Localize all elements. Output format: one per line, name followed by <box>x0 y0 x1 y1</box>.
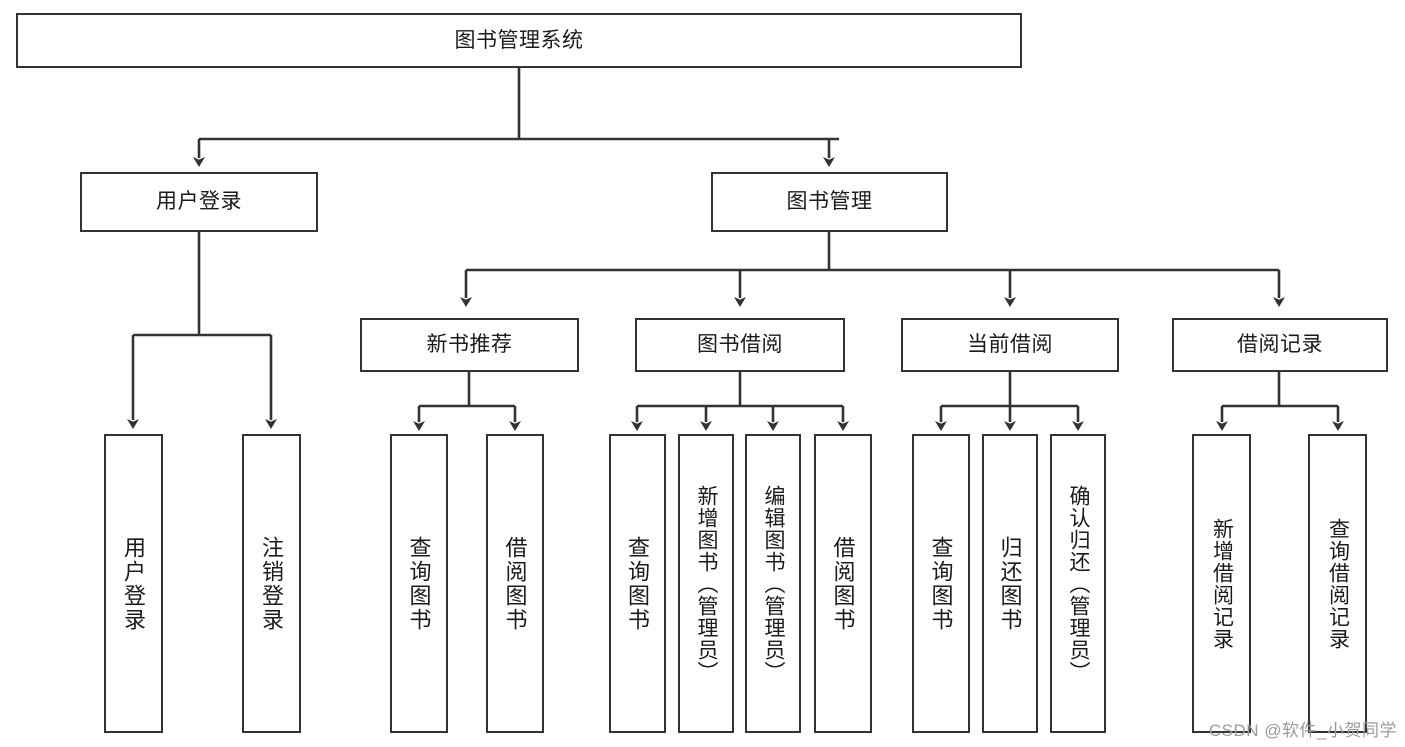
node-leaf-query-book-2-label: 查询图书 <box>625 535 651 632</box>
node-book-manage-label: 图书管理 <box>786 190 873 214</box>
node-leaf-query-book-2[interactable]: 查询图书 <box>609 434 666 733</box>
node-leaf-logout-label: 注销登录 <box>259 535 285 632</box>
node-new-book-rec-label: 新书推荐 <box>426 333 513 357</box>
node-current-borrow[interactable]: 当前借阅 <box>901 318 1119 372</box>
node-root[interactable]: 图书管理系统 <box>16 13 1022 68</box>
node-leaf-query-book-1[interactable]: 查询图书 <box>390 434 448 733</box>
node-leaf-logout[interactable]: 注销登录 <box>242 434 301 733</box>
node-user-login[interactable]: 用户登录 <box>80 172 318 232</box>
node-book-borrow-label: 图书借阅 <box>697 333 783 357</box>
node-leaf-edit-book[interactable]: 编辑图书（管理员） <box>745 434 801 733</box>
node-user-login-label: 用户登录 <box>156 190 242 214</box>
node-leaf-add-book-label: 新增图书（管理员） <box>695 484 719 683</box>
node-leaf-query-book-1-label: 查询图书 <box>406 535 432 632</box>
node-leaf-query-record[interactable]: 查询借阅记录 <box>1308 434 1367 733</box>
watermark-text: CSDN @软件_小贺同学 <box>1208 721 1397 740</box>
node-leaf-add-record[interactable]: 新增借阅记录 <box>1192 434 1251 733</box>
node-leaf-return-book-label: 归还图书 <box>997 535 1023 632</box>
node-leaf-user-login-label: 用户登录 <box>121 535 147 632</box>
node-leaf-user-login[interactable]: 用户登录 <box>104 434 163 733</box>
node-leaf-borrow-book-2-label: 借阅图书 <box>830 535 856 632</box>
node-root-label: 图书管理系统 <box>454 28 584 52</box>
node-leaf-borrow-book-2[interactable]: 借阅图书 <box>814 434 872 733</box>
node-leaf-edit-book-label: 编辑图书（管理员） <box>762 484 786 683</box>
node-current-borrow-label: 当前借阅 <box>967 333 1053 357</box>
node-leaf-add-record-label: 新增借阅记录 <box>1210 517 1234 650</box>
node-book-manage[interactable]: 图书管理 <box>711 172 948 232</box>
node-borrow-record[interactable]: 借阅记录 <box>1172 318 1388 372</box>
node-leaf-borrow-book-1[interactable]: 借阅图书 <box>486 434 544 733</box>
node-book-borrow[interactable]: 图书借阅 <box>635 318 845 372</box>
node-leaf-return-book[interactable]: 归还图书 <box>982 434 1038 733</box>
node-borrow-record-label: 借阅记录 <box>1237 333 1323 357</box>
node-leaf-query-book-3[interactable]: 查询图书 <box>912 434 970 733</box>
node-leaf-confirm-return-label: 确认归还（管理员） <box>1067 484 1091 683</box>
node-leaf-query-book-3-label: 查询图书 <box>928 535 954 632</box>
node-leaf-add-book[interactable]: 新增图书（管理员） <box>678 434 734 733</box>
node-new-book-rec[interactable]: 新书推荐 <box>360 318 579 372</box>
node-leaf-query-record-label: 查询借阅记录 <box>1326 517 1350 650</box>
node-leaf-confirm-return[interactable]: 确认归还（管理员） <box>1050 434 1106 733</box>
node-leaf-borrow-book-1-label: 借阅图书 <box>502 535 528 632</box>
